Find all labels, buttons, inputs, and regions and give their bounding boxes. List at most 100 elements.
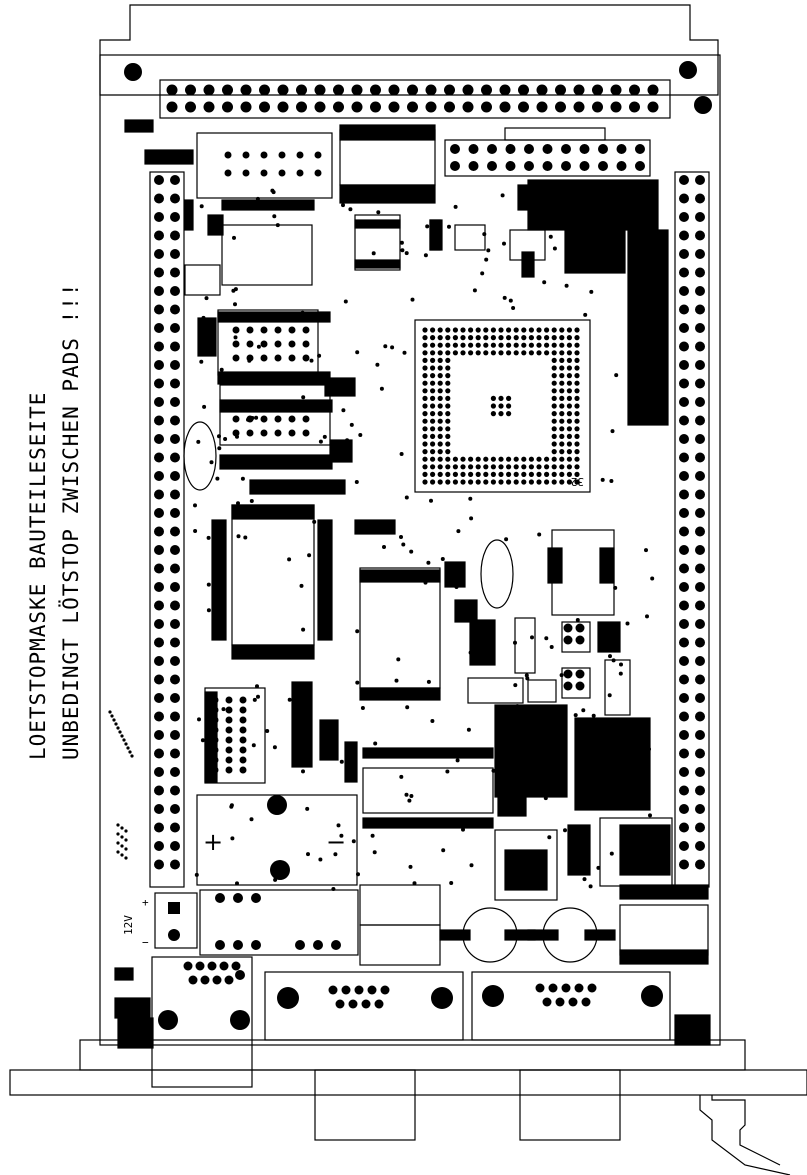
via [634, 866, 639, 871]
ic-pin [211, 726, 219, 734]
via [379, 386, 384, 391]
via [426, 560, 431, 565]
bga-ball [574, 327, 580, 333]
bga-ball [513, 327, 519, 333]
right-header-pin [679, 526, 689, 537]
bga-ball [551, 335, 557, 341]
jumper-pin [575, 669, 585, 679]
bga-ball [551, 388, 557, 394]
bga-ball [566, 335, 573, 341]
bga-ball [506, 471, 512, 477]
bga-ball [490, 335, 496, 341]
bga-ball [559, 403, 565, 409]
front-panel-bar [9, 1069, 807, 1096]
ic-pin [225, 706, 233, 714]
via [648, 813, 652, 818]
via [425, 224, 430, 229]
middle-header-pin [524, 161, 534, 171]
bga-ball [437, 418, 443, 424]
bga-ball [506, 479, 512, 485]
bga-ball [574, 395, 580, 401]
right-header-pin [679, 452, 689, 463]
via [583, 312, 588, 317]
left-header-pin [170, 785, 180, 796]
left-header-outline [149, 171, 185, 888]
bga-ball [536, 350, 542, 356]
bga-ball [559, 449, 565, 455]
ic-pin [296, 151, 304, 159]
via [440, 557, 445, 561]
via [642, 320, 647, 325]
ic-pin [239, 696, 247, 704]
bga-ball [445, 411, 451, 417]
smd-pad [217, 371, 331, 385]
middle-header-pin [579, 161, 590, 171]
bga-ball [475, 350, 481, 356]
smd-pad [674, 1014, 711, 1046]
top-header-pin [536, 101, 548, 113]
right-header-pin [695, 230, 705, 241]
top-header-pin [647, 84, 659, 96]
left-header-pin [170, 489, 180, 500]
power-block-pin [313, 940, 323, 950]
bga-ball [551, 449, 557, 455]
ic-pin [274, 354, 282, 362]
right-header-pin [679, 619, 689, 629]
bga-ball [445, 342, 451, 348]
sub-d-pin [341, 985, 351, 995]
via [229, 804, 234, 809]
right-header-pin [695, 619, 705, 629]
right-header-pin [695, 397, 705, 407]
bga-ball [460, 479, 466, 485]
left-header-pin [154, 249, 164, 259]
cpu-outline [414, 319, 591, 493]
bga-ball [574, 403, 580, 409]
bga-ball [536, 456, 542, 462]
via [339, 759, 344, 764]
power-plus-label: + [142, 896, 149, 909]
left-header-pin [154, 360, 164, 370]
bga-ball [422, 403, 428, 409]
bga-ball [521, 456, 527, 462]
bga-ball [559, 479, 565, 485]
bga-ball [551, 479, 557, 485]
via [272, 745, 277, 750]
via [625, 621, 630, 626]
smd-pad [597, 621, 621, 653]
via [341, 203, 345, 208]
via [524, 673, 529, 678]
via [399, 452, 404, 456]
bga-ball [437, 350, 443, 356]
power-pin-plus [168, 902, 180, 914]
component-outline [231, 504, 315, 646]
via [611, 658, 616, 663]
ic-pin [274, 326, 282, 334]
via [348, 207, 353, 212]
top-header-pin [222, 101, 233, 113]
bga-ball [536, 471, 542, 477]
power-block-pin [233, 893, 243, 903]
smd-pad [329, 439, 353, 463]
ic-pin [314, 169, 322, 177]
right-header-pin [679, 730, 689, 740]
via [120, 826, 124, 830]
bga-ball [468, 342, 474, 348]
rj-pin [231, 961, 241, 971]
mount-hole-top-left [124, 63, 142, 81]
via [120, 853, 124, 857]
via [251, 743, 256, 748]
bga-ball [452, 335, 458, 341]
ic-pin [260, 151, 268, 159]
left-header-pin [170, 341, 180, 352]
ic-pin [211, 756, 219, 764]
middle-header-pin [542, 144, 553, 154]
via [647, 747, 651, 752]
middle-header-pin [598, 144, 608, 154]
via [331, 887, 336, 891]
left-header-pin [154, 415, 164, 426]
bga-ball [574, 449, 580, 455]
bga-ball [566, 411, 573, 417]
bga-ball [559, 350, 565, 356]
top-connector-outline [99, 4, 719, 96]
via [564, 283, 569, 288]
